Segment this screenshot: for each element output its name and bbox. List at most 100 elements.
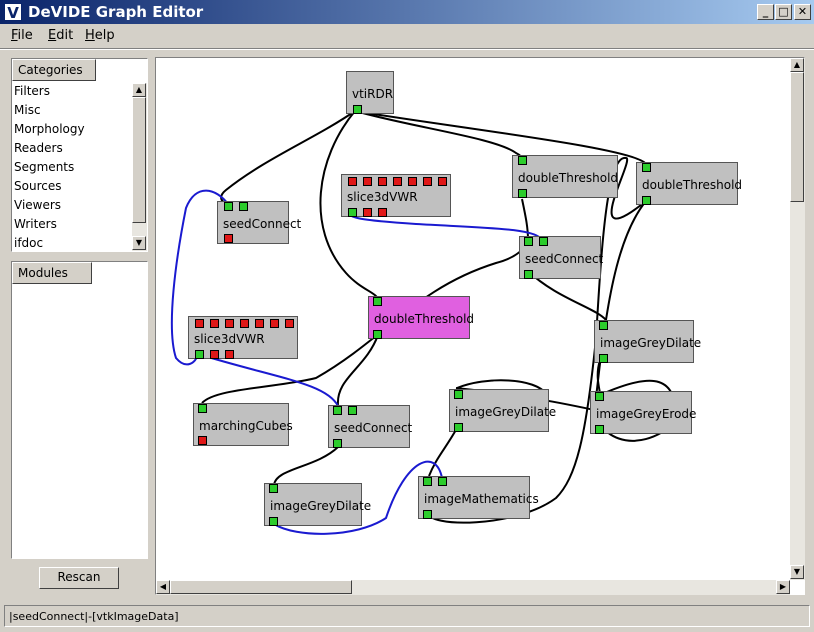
categories-header[interactable]: Categories — [12, 59, 96, 81]
output-port[interactable] — [642, 196, 651, 205]
graph-node-seedConnect[interactable]: seedConnect — [217, 201, 301, 244]
menu-help[interactable]: Help — [85, 28, 115, 43]
scroll-down-icon[interactable]: ▼ — [132, 236, 146, 250]
modules-header[interactable]: Modules — [12, 262, 92, 284]
output-port[interactable] — [373, 330, 382, 339]
viewer-port[interactable] — [210, 319, 219, 328]
input-port[interactable] — [269, 484, 278, 493]
link — [596, 359, 601, 394]
graph-node-seedConnect[interactable]: seedConnect — [519, 236, 603, 279]
input-port[interactable] — [348, 406, 357, 415]
scroll-up-icon[interactable]: ▲ — [132, 83, 146, 97]
category-item[interactable]: Writers — [14, 217, 57, 231]
close-button[interactable]: ✕ — [794, 4, 811, 20]
selected-link — [197, 353, 339, 407]
output-port[interactable] — [599, 354, 608, 363]
rescan-button[interactable]: Rescan — [39, 567, 119, 589]
graph-node-slice3dVWR[interactable]: slice3dVWR — [341, 174, 451, 217]
input-port[interactable] — [454, 390, 463, 399]
viewer-port[interactable] — [438, 177, 447, 186]
input-port[interactable] — [539, 237, 548, 246]
viewer-port[interactable] — [225, 319, 234, 328]
input-port[interactable] — [195, 350, 204, 359]
input-port[interactable] — [438, 477, 447, 486]
scroll-right-icon[interactable]: ▶ — [776, 580, 790, 594]
viewer-port[interactable] — [348, 177, 357, 186]
graph-node-slice3dVWR[interactable]: slice3dVWR — [188, 316, 298, 359]
graph-node-doubleThreshold[interactable]: doubleThreshold — [636, 162, 742, 205]
category-item[interactable]: Filters — [14, 84, 50, 98]
viewer-port[interactable] — [378, 177, 387, 186]
viewer-port[interactable] — [408, 177, 417, 186]
output-port[interactable] — [353, 105, 362, 114]
input-port[interactable] — [595, 392, 604, 401]
scroll-up-icon[interactable]: ▲ — [790, 58, 804, 72]
category-item[interactable]: Misc — [14, 103, 41, 117]
viewer-port[interactable] — [363, 208, 372, 217]
categories-scrollbar[interactable]: ▲ ▼ — [132, 83, 147, 251]
menu-edit-mnemonic: E — [48, 28, 57, 43]
input-port[interactable] — [373, 297, 382, 306]
output-port[interactable] — [423, 510, 432, 519]
graph-node-imageGreyDilate[interactable]: imageGreyDilate — [594, 320, 701, 363]
link — [354, 110, 523, 160]
viewer-port[interactable] — [195, 319, 204, 328]
category-item[interactable]: Segments — [14, 160, 75, 174]
graph-node-marchingCubes[interactable]: marchingCubes — [193, 403, 293, 446]
output-port[interactable] — [333, 439, 342, 448]
input-port[interactable] — [599, 321, 608, 330]
input-port[interactable] — [423, 477, 432, 486]
maximize-button[interactable]: □ — [775, 4, 792, 20]
viewer-port[interactable] — [225, 350, 234, 359]
category-item[interactable]: Morphology — [14, 122, 85, 136]
input-port[interactable] — [198, 404, 207, 413]
hscroll-thumb[interactable] — [170, 580, 352, 594]
viewer-port[interactable] — [255, 319, 264, 328]
scroll-left-icon[interactable]: ◀ — [156, 580, 170, 594]
minimize-button[interactable]: _ — [757, 4, 774, 20]
viewer-port[interactable] — [198, 436, 207, 445]
output-port[interactable] — [518, 189, 527, 198]
graph-node-imageGreyDilate[interactable]: imageGreyDilate — [449, 389, 556, 432]
category-item[interactable]: Readers — [14, 141, 63, 155]
graph-node-vtiRDR[interactable]: vtiRDR — [346, 71, 394, 114]
scroll-thumb[interactable] — [132, 97, 146, 223]
graph-canvas[interactable]: vtiRDR slice3dVWR seedConnect doubleThresho… — [155, 57, 805, 595]
category-item[interactable]: Sources — [14, 179, 62, 193]
input-port[interactable] — [224, 202, 233, 211]
menu-file[interactable]: File — [11, 28, 33, 43]
graph-node-imageMathematics[interactable]: imageMathematics — [418, 476, 539, 519]
output-port[interactable] — [454, 423, 463, 432]
scroll-down-icon[interactable]: ▼ — [790, 565, 804, 579]
input-port[interactable] — [333, 406, 342, 415]
viewer-port[interactable] — [363, 177, 372, 186]
viewer-port[interactable] — [378, 208, 387, 217]
graph-node-seedConnect[interactable]: seedConnect — [328, 405, 412, 448]
output-port[interactable] — [269, 517, 278, 526]
viewer-port[interactable] — [423, 177, 432, 186]
canvas-vscrollbar[interactable]: ▲ ▼ — [790, 58, 805, 580]
input-port[interactable] — [239, 202, 248, 211]
graph-node-doubleThreshold[interactable]: doubleThreshold — [512, 155, 618, 198]
graph-node-imageGreyErode[interactable]: imageGreyErode — [590, 391, 696, 434]
graph-node-imageGreyDilate[interactable]: imageGreyDilate — [264, 483, 371, 526]
viewer-port[interactable] — [210, 350, 219, 359]
graph-node-doubleThreshold[interactable]: doubleThreshold — [368, 296, 474, 339]
input-port[interactable] — [524, 237, 533, 246]
viewer-port[interactable] — [393, 177, 402, 186]
viewer-port[interactable] — [240, 319, 249, 328]
input-port[interactable] — [348, 208, 357, 217]
output-port[interactable] — [595, 425, 604, 434]
menu-edit[interactable]: Edit — [48, 28, 73, 43]
output-port[interactable] — [524, 270, 533, 279]
input-port[interactable] — [642, 163, 651, 172]
node-label: imageGreyDilate — [600, 336, 702, 350]
viewer-port[interactable] — [270, 319, 279, 328]
category-item[interactable]: ifdoc — [14, 236, 44, 250]
input-port[interactable] — [518, 156, 527, 165]
category-item[interactable]: Viewers — [14, 198, 62, 212]
viewer-port[interactable] — [285, 319, 294, 328]
canvas-hscrollbar[interactable]: ◀ ▶ — [156, 580, 790, 595]
viewer-port[interactable] — [224, 234, 233, 243]
vscroll-thumb[interactable] — [790, 72, 804, 202]
